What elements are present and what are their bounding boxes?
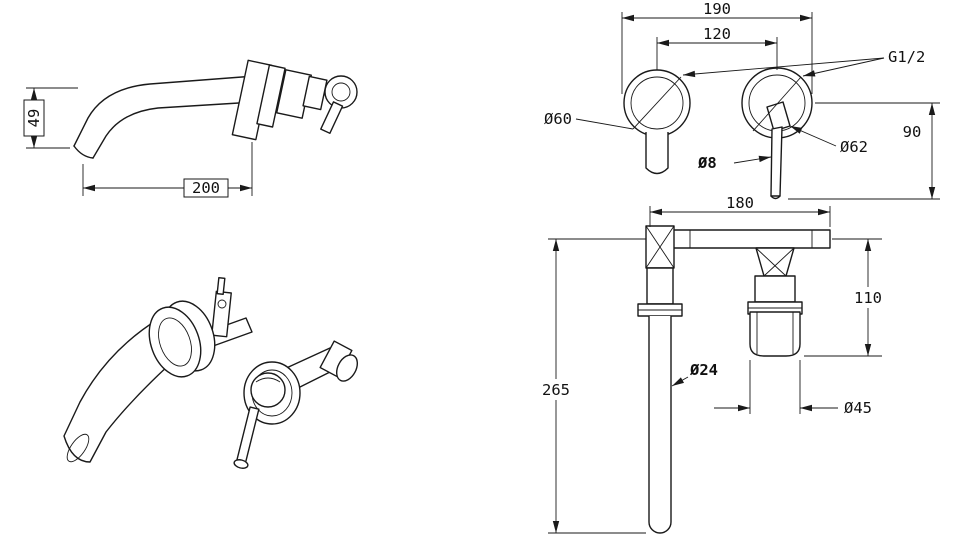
dim-spout-drop: 49 [23, 87, 78, 149]
dim-body-width-label: 180 [726, 194, 754, 212]
trim-sleeve [256, 64, 286, 128]
dim-spout-reach: 200 [82, 142, 253, 198]
dim-lever-drop: 90 [788, 102, 940, 200]
right-inlet-cone [755, 247, 795, 277]
iso-escutcheon-inner [158, 317, 192, 367]
dim-overall-width-label: 190 [703, 0, 731, 18]
iso-dome-highlight [255, 377, 281, 383]
mounting-bar-joints [689, 230, 813, 248]
callout-handle-flange-dia: Ø62 [789, 125, 868, 156]
dim-hole-centers: 120 [656, 25, 778, 70]
inlet-tube-dia-label: Ø24 [689, 361, 718, 379]
handle-knob-inner [331, 82, 351, 102]
handle-knob [324, 75, 358, 109]
left-fitting-cross [645, 225, 675, 269]
side-view: 49 200 [23, 59, 358, 198]
bracket-pin [216, 277, 226, 295]
mounting-bar [649, 229, 831, 249]
isometric-view [63, 277, 359, 469]
dim-overall-height-label: 265 [542, 381, 570, 399]
spout-tip-cut [73, 145, 94, 159]
callout-spout-flange-dia: Ø60 [544, 110, 634, 130]
handle-flange-chord [752, 76, 802, 132]
callout-cartridge-dia: Ø45 [714, 360, 872, 417]
iso-escutcheon-front [148, 306, 202, 378]
spout-profile [73, 75, 256, 147]
dim-spout-drop-label: 49 [25, 109, 43, 128]
callout-inlet-tube-dia: Ø24 [671, 361, 718, 387]
lever-rod-tip [770, 195, 781, 200]
right-cone-cross [755, 247, 795, 277]
front-trim-view: 190 120 G1/2 Ø60 Ø62 Ø8 [544, 0, 940, 200]
handle-lever [320, 101, 344, 135]
iso-handle-dome [250, 372, 286, 408]
iso-spout-opening [66, 433, 90, 463]
spout-flange-inner [630, 76, 684, 130]
lever-cone [766, 101, 791, 132]
inlet-tube [648, 316, 672, 534]
valve-arm-cap [335, 354, 359, 382]
dim-valve-depth: 110 [804, 238, 890, 357]
lever-dia-label: Ø8 [697, 154, 717, 172]
dim-overall-height: 265 [534, 238, 646, 534]
lever-rod [770, 126, 783, 197]
callout-thread: G1/2 [682, 48, 925, 78]
cartridge-cup-lines [756, 312, 794, 354]
bracket-screw [217, 299, 227, 309]
cartridge-stem [302, 75, 328, 111]
callout-lever-dia: Ø8 [697, 154, 772, 172]
cartridge-dia-label: Ø45 [844, 399, 872, 417]
dim-spout-reach-label: 200 [192, 179, 220, 197]
left-valve-body [646, 267, 674, 305]
cartridge-cup [749, 311, 801, 357]
spout-flange-chord [632, 76, 682, 130]
spout-profile-lower [92, 101, 256, 159]
iso-spout [63, 317, 181, 463]
dim-hole-centers-label: 120 [703, 25, 731, 43]
dim-lever-drop-label: 90 [903, 123, 922, 141]
dim-body-width: 180 [649, 194, 831, 227]
thread-size-label: G1/2 [888, 48, 925, 66]
rough-in-view: 180 265 110 Ø24 Ø45 [534, 194, 890, 534]
handle-flange-dia-label: Ø62 [840, 138, 868, 156]
dim-valve-depth-label: 110 [854, 289, 882, 307]
right-valve-body [754, 275, 796, 303]
spout-outlet-stub [645, 132, 669, 175]
iso-lever-tip [233, 459, 249, 469]
dim-overall-width: 190 [621, 0, 813, 94]
iso-handle-lever [235, 406, 260, 465]
spout-flange-dia-label: Ø60 [544, 110, 572, 128]
